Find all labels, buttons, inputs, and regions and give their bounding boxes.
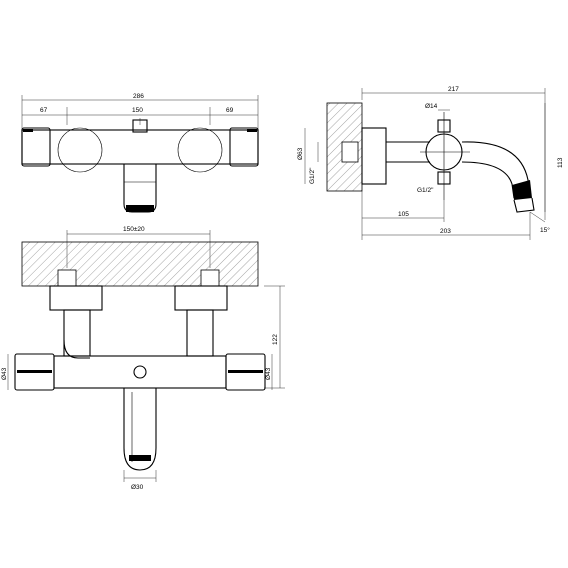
front-view: 286 67 150 69 bbox=[21, 93, 259, 213]
dim-spout-diameter: Ø30 bbox=[131, 484, 144, 491]
dim-height-122: 122 bbox=[272, 334, 279, 345]
dim-height-113: 113 bbox=[557, 157, 564, 168]
dim-spout-length: 203 bbox=[440, 228, 451, 235]
dim-center-distance-tol: 150±20 bbox=[123, 226, 145, 233]
dim-thread-bottom: G1/2" bbox=[417, 187, 434, 194]
top-view: 150±20 122 Ø43 Ø43 bbox=[1, 226, 285, 491]
dim-center-distance: 150 bbox=[132, 107, 143, 114]
dim-total-depth: 217 bbox=[448, 86, 459, 93]
dim-right-offset: 69 bbox=[226, 107, 234, 114]
dim-total-width: 286 bbox=[133, 93, 144, 100]
dim-angle: 15° bbox=[540, 226, 550, 234]
dim-diameter-63: Ø63 bbox=[297, 147, 304, 160]
dim-spout-offset: 105 bbox=[398, 211, 409, 218]
side-view: 217 Ø14 G1/2" Ø63 G1/2" 113 bbox=[297, 86, 564, 240]
dim-left-diameter: Ø43 bbox=[1, 367, 8, 380]
dim-diameter-14: Ø14 bbox=[425, 103, 438, 110]
dim-right-diameter: Ø43 bbox=[265, 367, 272, 380]
dim-left-offset: 67 bbox=[40, 107, 48, 114]
dim-thread-left: G1/2" bbox=[309, 167, 316, 184]
